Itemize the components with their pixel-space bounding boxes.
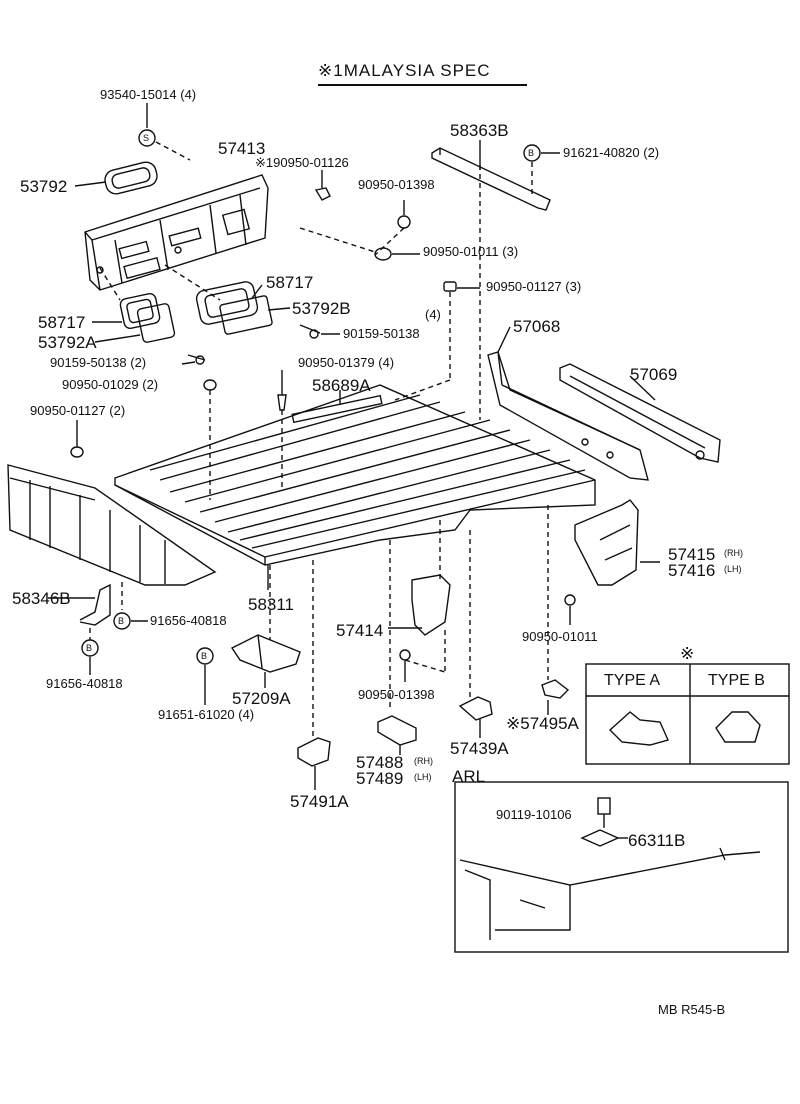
label-arl: ARL (452, 767, 486, 786)
member-57068 (487, 351, 649, 481)
label-57491A: 57491A (290, 792, 349, 811)
label-57416-lh: (LH) (724, 564, 742, 574)
label-58717-right: 58717 (266, 273, 314, 292)
note-mark-icon: ※ (680, 644, 695, 663)
rear-panel-57413 (84, 174, 269, 291)
label-57489-lh: (LH) (414, 772, 432, 782)
label-53792A: 53792A (38, 333, 97, 352)
bracket-57415 (574, 499, 639, 586)
label-57439A: 57439A (450, 739, 509, 758)
label-90950-01127-2: 90950-01127 (2) (30, 403, 126, 418)
label-57416: 57416 (668, 561, 716, 580)
label-qty-4: (4) (425, 307, 441, 322)
label-57489: 57489 (356, 769, 404, 788)
label-66311B: 66311B (628, 831, 686, 850)
bolt-b-icon: B (118, 616, 125, 626)
label-93540: 93540-15014 (4) (100, 87, 197, 102)
type-table (585, 663, 790, 765)
label-58346B: 58346B (12, 589, 71, 608)
label-53792: 53792 (20, 177, 68, 196)
label-90159-right: 90159-50138 (343, 326, 420, 341)
label-57414: 57414 (336, 621, 384, 640)
floor-58311 (114, 384, 596, 566)
label-90950-01127-3: 90950-01127 (3) (486, 279, 582, 294)
label-90950-01398-top: 90950-01398 (358, 177, 435, 192)
label-57069: 57069 (630, 365, 678, 384)
label-90950-01029: 90950-01029 (2) (62, 377, 159, 392)
plate-53792 (104, 161, 158, 195)
type-b-header: TYPE B (708, 672, 765, 689)
screw-s-icon: S (143, 133, 150, 143)
label-90950-01379: 90950-01379 (4) (298, 355, 395, 370)
bolt-b-icon: B (528, 148, 535, 158)
label-53792B: 53792B (292, 299, 351, 318)
label-90950-01126: ※190950-01126 (255, 155, 349, 170)
label-91656-right: 91656-40818 (150, 613, 227, 628)
diagram-title: ※1MALAYSIA SPEC (318, 61, 491, 80)
bar-58363B (431, 147, 551, 211)
diagram-code: MB R545-B (658, 1002, 726, 1017)
label-58689A: 58689A (312, 376, 371, 395)
label-90950-01398-bottom: 90950-01398 (358, 687, 435, 702)
bolt-b-icon: B (201, 651, 208, 661)
label-57488-rh: (RH) (414, 756, 433, 766)
label-58311: 58311 (248, 595, 295, 614)
label-91621: 91621-40820 (2) (563, 145, 660, 160)
label-58717-left: 58717 (38, 313, 86, 332)
label-57068: 57068 (513, 317, 561, 336)
label-90950-01011-3: 90950-01011 (3) (423, 244, 519, 259)
type-a-header: TYPE A (604, 672, 661, 689)
arl-detail-box (454, 781, 789, 953)
label-90159-left: 90159-50138 (2) (50, 355, 147, 370)
label-57413: 57413 (218, 139, 266, 158)
label-57209A: 57209A (232, 689, 291, 708)
label-58363B: 58363B (450, 121, 509, 140)
bolt-b-icon: B (86, 643, 93, 653)
member-57069 (559, 363, 721, 463)
label-91656-bottom: 91656-40818 (46, 676, 123, 691)
label-57415: 57415 (668, 545, 716, 564)
side-member-left (7, 464, 217, 586)
label-57415-rh: (RH) (724, 548, 743, 558)
label-90119: 90119-10106 (496, 807, 572, 822)
label-57488: 57488 (356, 753, 404, 772)
label-90950-01011: 90950-01011 (522, 629, 598, 644)
label-91651: 91651-61020 (4) (158, 707, 255, 722)
label-57495A: ※57495A (506, 714, 579, 733)
